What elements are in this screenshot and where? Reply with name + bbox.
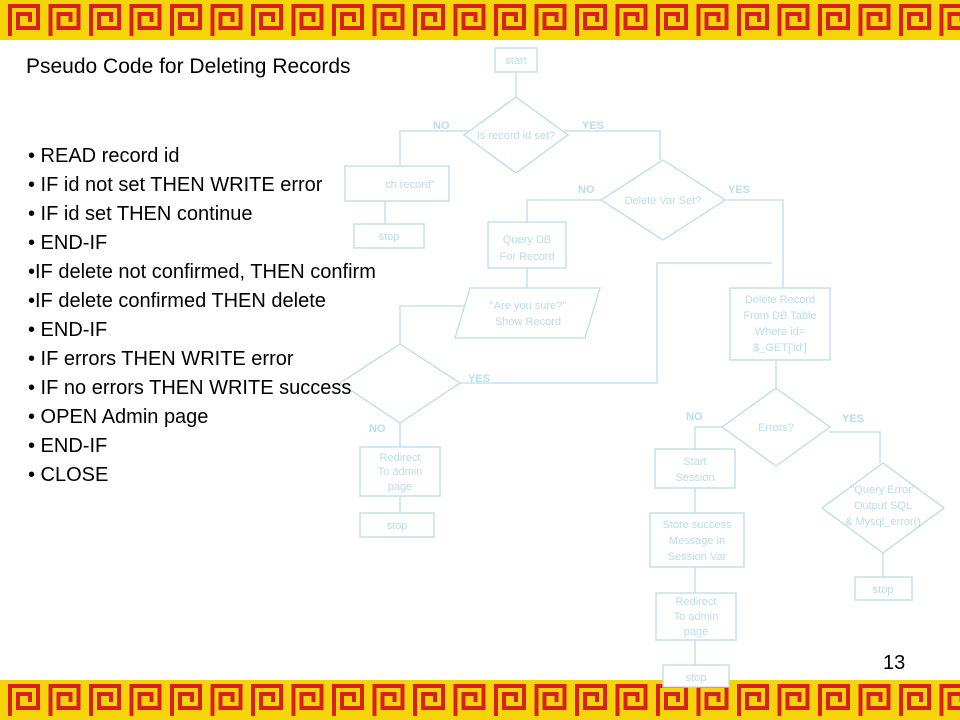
stop-label-3: stop bbox=[686, 672, 707, 684]
pseudo-code-line: • READ record id bbox=[28, 145, 180, 167]
start-label: start bbox=[505, 55, 526, 67]
meander-pattern bbox=[0, 680, 960, 720]
are-you-sure-io-box bbox=[454, 287, 601, 339]
bottom-meander-border bbox=[0, 680, 960, 720]
query-db-line: Query DB bbox=[503, 234, 551, 246]
store-success-line: Store success bbox=[662, 519, 732, 531]
pseudo-code-line: • CLOSE bbox=[28, 464, 109, 486]
pseudo-code-line: • IF no errors THEN WRITE success bbox=[28, 377, 352, 399]
query-error-line: Output SQL bbox=[854, 500, 912, 512]
redirect-line: Redirect bbox=[676, 596, 717, 608]
stop-label-2: stop bbox=[387, 520, 408, 532]
decision-errors-label: Errors? bbox=[758, 422, 794, 434]
pseudo-code-line: • END-IF bbox=[28, 319, 108, 341]
yes-label: YES bbox=[468, 373, 490, 385]
are-you-sure-line: Show Record bbox=[495, 316, 561, 328]
pseudo-code-line: • END-IF bbox=[28, 435, 108, 457]
decision-errors bbox=[720, 387, 832, 467]
decision-delete-var-label: Delete Var Set? bbox=[625, 195, 702, 207]
store-success-line: Message in bbox=[669, 535, 725, 547]
stop-terminal-2 bbox=[359, 512, 435, 538]
delete-record-line: From DB Table bbox=[743, 310, 816, 322]
redirect-line: To admin bbox=[378, 466, 423, 478]
pseudo-code-line: • OPEN Admin page bbox=[28, 406, 209, 428]
meander-pattern bbox=[0, 0, 960, 40]
delete-record-line: $_GET['id'] bbox=[753, 342, 807, 354]
slide-title: Pseudo Code for Deleting Records bbox=[26, 55, 351, 78]
stop-label-4: stop bbox=[873, 584, 894, 596]
store-success-line: Session Var bbox=[668, 551, 727, 563]
no-record-box bbox=[344, 165, 450, 202]
delete-record-line: Where id= bbox=[755, 326, 805, 338]
pseudo-code-line: •IF delete not confirmed, THEN confirm bbox=[28, 261, 376, 283]
flowchart-connectors bbox=[384, 72, 884, 665]
delete-record-box bbox=[729, 287, 831, 361]
decision-record-id-set bbox=[462, 96, 570, 174]
decision-confirmed bbox=[338, 343, 462, 424]
query-db-line: For Record bbox=[499, 251, 554, 263]
delete-record-line: Delete Record bbox=[745, 294, 815, 306]
start-session-line: Start bbox=[683, 456, 706, 468]
stop-terminal-4 bbox=[854, 576, 913, 601]
yes-label: YES bbox=[582, 120, 604, 132]
redirect-box-2 bbox=[655, 592, 737, 641]
stop-terminal-1 bbox=[353, 223, 425, 249]
redirect-box-1 bbox=[359, 446, 441, 497]
redirect-line: page bbox=[388, 481, 412, 493]
no-label: NO bbox=[433, 120, 450, 132]
redirect-line: Redirect bbox=[380, 452, 421, 464]
redirect-line: To admin bbox=[674, 611, 719, 623]
page-number: 13 bbox=[883, 652, 906, 674]
stop-terminal-3 bbox=[662, 664, 730, 688]
no-label: NO bbox=[369, 423, 386, 435]
no-label: NO bbox=[578, 184, 595, 196]
pseudo-code-line: • IF id not set THEN WRITE error bbox=[28, 174, 323, 196]
yes-label: YES bbox=[728, 184, 750, 196]
query-db-box bbox=[487, 221, 567, 269]
stop-label-1: stop bbox=[379, 231, 400, 243]
top-meander-border bbox=[0, 0, 960, 40]
query-error-box bbox=[820, 462, 946, 554]
store-success-box bbox=[649, 512, 745, 568]
query-error-line: & Mysql_error() bbox=[845, 516, 921, 528]
decision-record-id-label: Is record id set? bbox=[477, 130, 555, 142]
no-label: NO bbox=[686, 411, 703, 423]
pseudo-code-line: • IF id set THEN continue bbox=[28, 203, 253, 225]
pseudo-code-line: •IF delete confirmed THEN delete bbox=[28, 290, 326, 312]
start-terminal bbox=[494, 47, 538, 73]
pseudo-code-list: • READ record id • IF id not set THEN WR… bbox=[28, 142, 376, 490]
start-session-box bbox=[654, 448, 736, 489]
yes-label: YES bbox=[842, 413, 864, 425]
start-session-line: Session bbox=[675, 472, 714, 484]
are-you-sure-line: "Are you sure?" bbox=[490, 300, 566, 312]
no-record-label: ch record" bbox=[385, 179, 435, 191]
pseudo-code-line: • IF errors THEN WRITE error bbox=[28, 348, 294, 370]
redirect-line: page bbox=[684, 626, 708, 638]
query-error-line: "Query Error" bbox=[850, 484, 915, 496]
decision-delete-var-set bbox=[599, 159, 727, 241]
pseudo-code-line: • END-IF bbox=[28, 232, 108, 254]
